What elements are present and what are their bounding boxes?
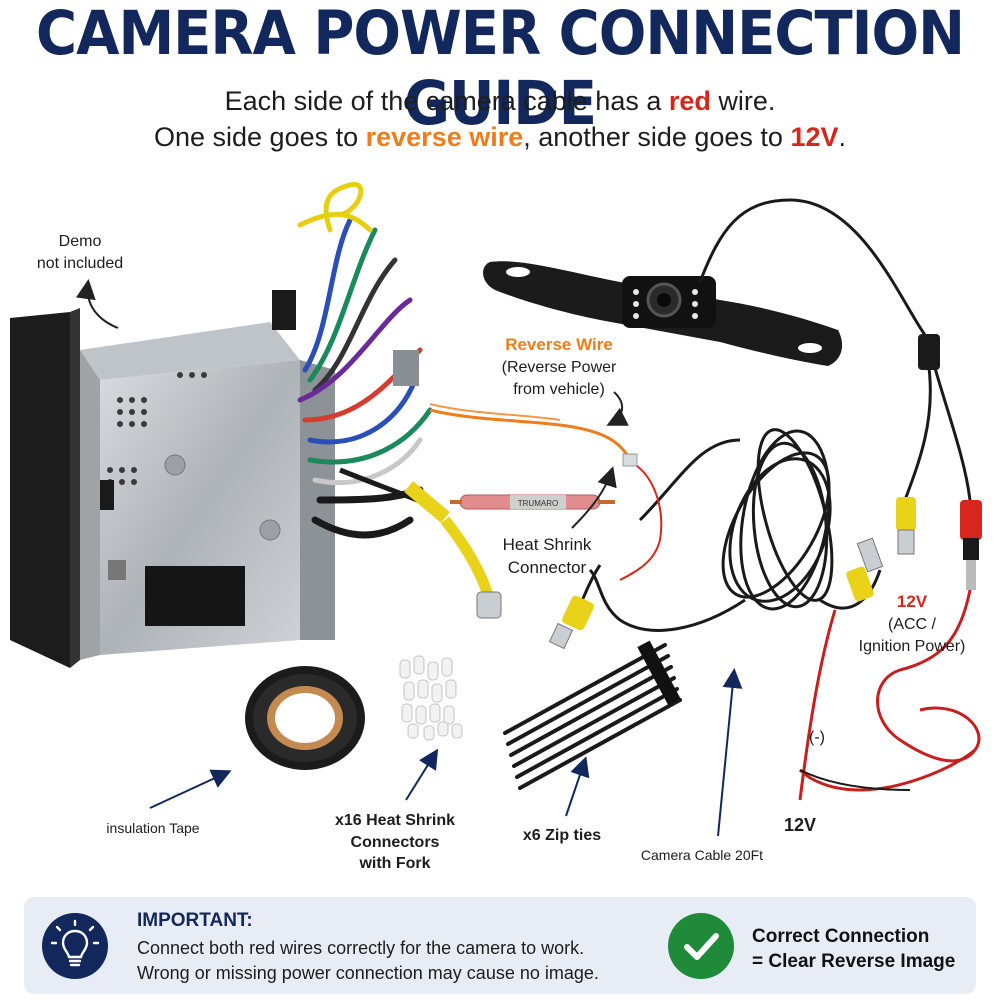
stereo-rca-cable	[339, 467, 502, 619]
zip-arrow	[565, 756, 590, 817]
demo-label: Demo not included	[36, 233, 124, 272]
important-panel	[24, 897, 976, 994]
negative-label: (-)	[809, 729, 825, 746]
important-line-1: Connect both red wires correctly for the…	[137, 938, 585, 958]
license-plate-camera	[483, 261, 843, 366]
demo-arrow	[75, 279, 119, 329]
pointer-arrows	[75, 279, 743, 837]
camera-rca-connector	[896, 497, 916, 555]
important-title: IMPORTANT:	[137, 910, 253, 931]
wire-harness	[272, 182, 433, 539]
tape-label: insulation Tape	[106, 820, 200, 836]
lightbulb-icon	[42, 913, 108, 979]
intro-line-2: One side goes to reverse wire, another s…	[153, 122, 846, 152]
v12-acc-label: 12V (ACC / Ignition Power)	[858, 592, 966, 655]
coil-rca-left	[548, 564, 602, 650]
heat-shrink-pile	[399, 655, 463, 741]
head-unit-stereo	[10, 308, 335, 668]
coiled-camera-cable	[588, 428, 882, 632]
page-title: CAMERA POWER CONNECTION GUIDE	[36, 0, 965, 140]
heat16-arrow	[405, 748, 439, 801]
checkmark-icon	[668, 913, 734, 979]
reverse-wire-orange	[429, 408, 632, 461]
coil-rca-right	[846, 537, 884, 602]
cable-arrow	[717, 668, 743, 837]
correct-line-1: Correct Connection	[752, 926, 930, 947]
intro-line-1: Each side of the camera cable has a red …	[224, 86, 776, 116]
zip-ties-label: x6 Zip ties	[522, 827, 602, 844]
heat-shrink-connector	[450, 494, 615, 510]
heat-shrink-label: Heat Shrink Connector	[502, 535, 592, 577]
reverse-arrow	[606, 391, 629, 426]
reverse-wire-label: Reverse Wire (Reverse Power from vehicle…	[501, 335, 617, 398]
camera-red-power-plug	[960, 500, 982, 590]
v12-bottom-label: 12V	[783, 815, 817, 835]
heat16-label: x16 Heat Shrink Connectors with Fork	[334, 812, 456, 873]
tape-arrow	[149, 769, 232, 809]
heat-shrink-arrow	[571, 466, 617, 529]
zip-ties	[503, 640, 682, 790]
heat-shrink-brand: TRUMARO	[518, 499, 558, 508]
camera-cable-label: Camera Cable 20Ft	[640, 847, 764, 863]
insulation-tape	[245, 666, 365, 770]
correct-line-2: = Clear Reverse Image	[752, 951, 956, 972]
important-line-2: Wrong or missing power connection may ca…	[137, 963, 599, 983]
